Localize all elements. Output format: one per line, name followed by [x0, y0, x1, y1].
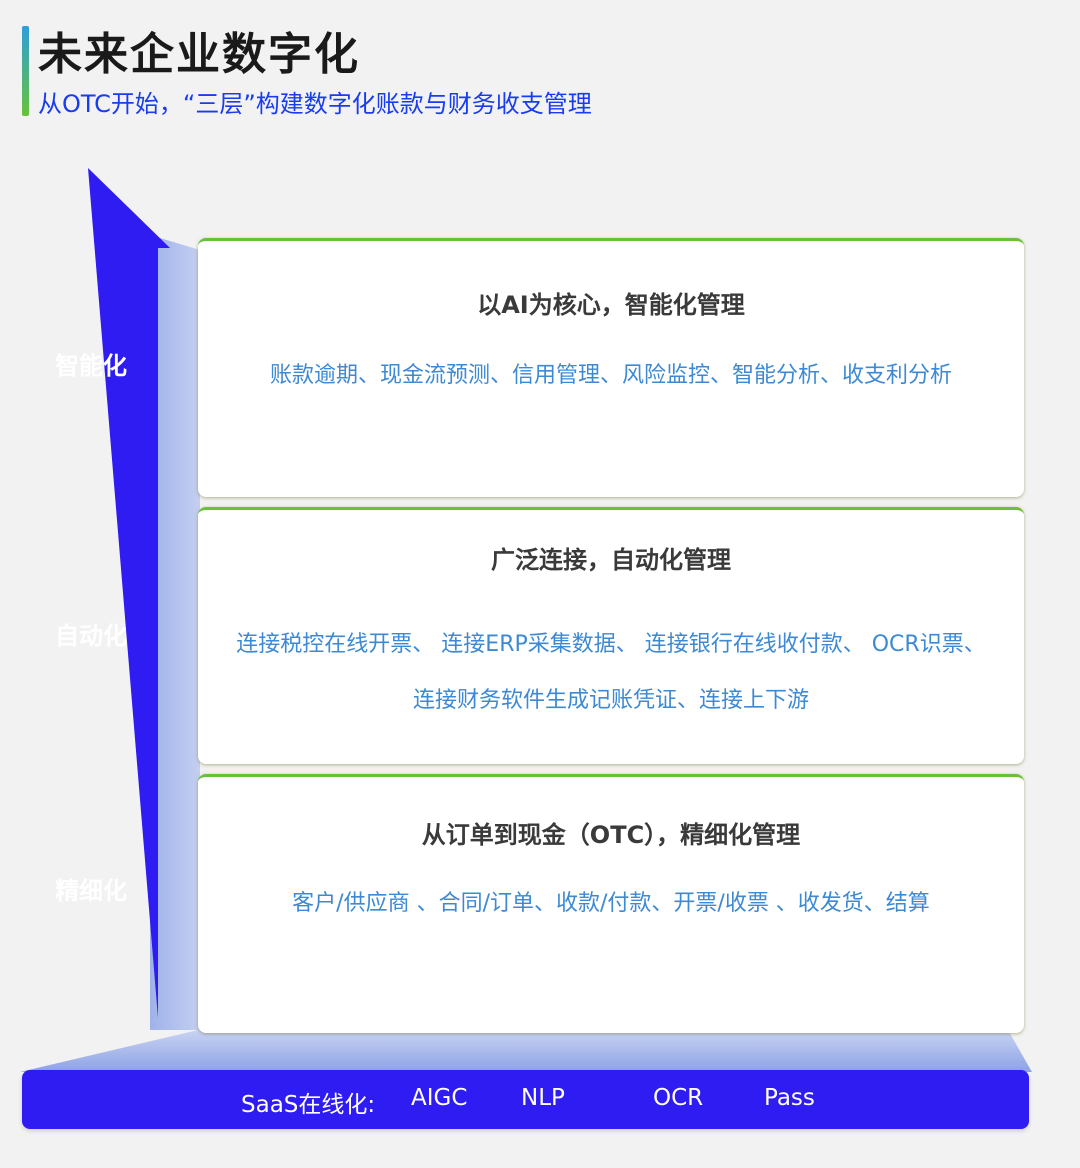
growth-arrow [88, 168, 170, 1018]
saas-base-bar [22, 1070, 1029, 1129]
layer-description: 客户/供应商 、合同/订单、收款/付款、开票/收票 、收发货、结算 [292, 891, 930, 916]
layer-description: 连接财务软件生成记账凭证、连接上下游 [412, 688, 809, 713]
layer-automated: 广泛连接，自动化管理 连接税控在线开票、 连接ERP采集数据、 连接银行在线收付… [198, 507, 1024, 764]
base-item-nlp: NLP [521, 1085, 565, 1111]
connector-band [150, 235, 200, 1030]
arrow-label-automated: 自动化 [55, 622, 127, 650]
layer-description: 连接税控在线开票、 连接ERP采集数据、 连接银行在线收付款、 OCR识票、 [236, 632, 986, 657]
page-subtitle: 从OTC开始，“三层”构建数字化账款与财务收支管理 [38, 90, 592, 118]
base-label-saas: SaaS在线化: [241, 1092, 376, 1118]
layer-intelligent: 以AI为核心，智能化管理 账款逾期、现金流预测、信用管理、风险监控、智能分析、收… [198, 238, 1024, 497]
arrow-label-intelligent: 智能化 [55, 352, 127, 380]
arrow-label-refined: 精细化 [55, 877, 127, 905]
layer-title: 广泛连接，自动化管理 [491, 546, 731, 574]
layer-title: 从订单到现金（OTC），精细化管理 [421, 821, 801, 849]
layer-description: 账款逾期、现金流预测、信用管理、风险监控、智能分析、收支利分析 [269, 363, 952, 388]
page-title: 未来企业数字化 [38, 29, 360, 80]
layer-refined: 从订单到现金（OTC），精细化管理 客户/供应商 、合同/订单、收款/付款、开票… [198, 774, 1024, 1033]
layer-title: 以AI为核心，智能化管理 [477, 291, 745, 319]
base-trapezoid [20, 1030, 1032, 1072]
base-item-ocr: OCR [653, 1085, 704, 1111]
base-item-aigc: AIGC [411, 1085, 468, 1111]
title-accent-bar [22, 26, 29, 116]
base-item-pass: Pass [764, 1085, 815, 1111]
